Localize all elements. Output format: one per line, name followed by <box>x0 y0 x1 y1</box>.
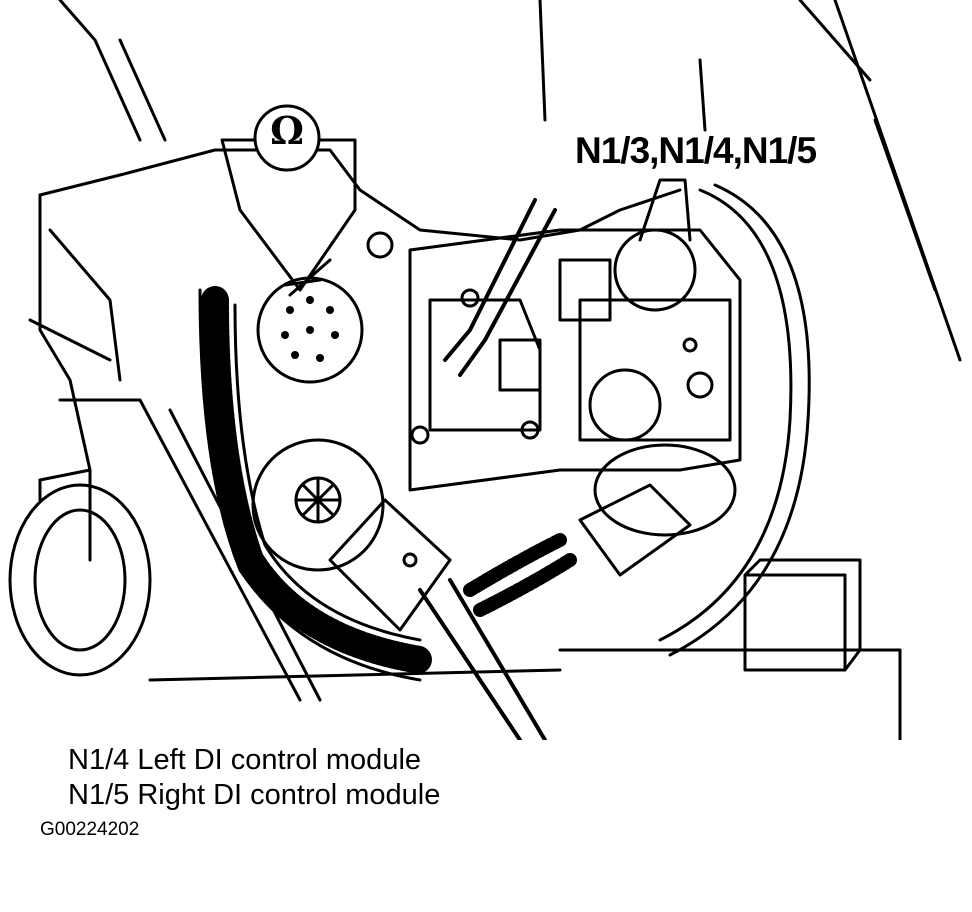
left-di-module <box>251 438 385 572</box>
ohmmeter-symbol: Ω <box>270 108 304 153</box>
right-harness <box>658 183 811 657</box>
module-housing <box>408 228 742 492</box>
bolt <box>366 231 394 259</box>
upper-housing <box>38 148 682 242</box>
ohmmeter-probe <box>220 138 357 292</box>
right-di-module <box>593 443 737 537</box>
left-housing <box>38 193 142 482</box>
main-cable <box>418 578 547 740</box>
corrugated-harness <box>201 286 434 674</box>
left-cylinder <box>8 483 152 677</box>
component-callout-label: N1/3,N1/4,N1/5 <box>575 130 817 171</box>
middle-plug <box>588 368 662 442</box>
lower-right-bracket <box>743 558 862 672</box>
figure-id: G00224202 <box>40 819 140 840</box>
right-di-connector <box>578 483 692 577</box>
ohm-circle <box>253 104 321 172</box>
engine-compartment-drawing <box>8 0 962 740</box>
caption-right-module: N1/5 Right DI control module <box>68 779 441 811</box>
caption-left-module: N1/4 Left DI control module <box>68 744 422 776</box>
control-unit <box>498 338 542 392</box>
left-di-connector <box>328 498 452 632</box>
frame-lines <box>58 0 962 362</box>
upper-plug <box>613 228 697 312</box>
top-cable <box>443 198 557 377</box>
